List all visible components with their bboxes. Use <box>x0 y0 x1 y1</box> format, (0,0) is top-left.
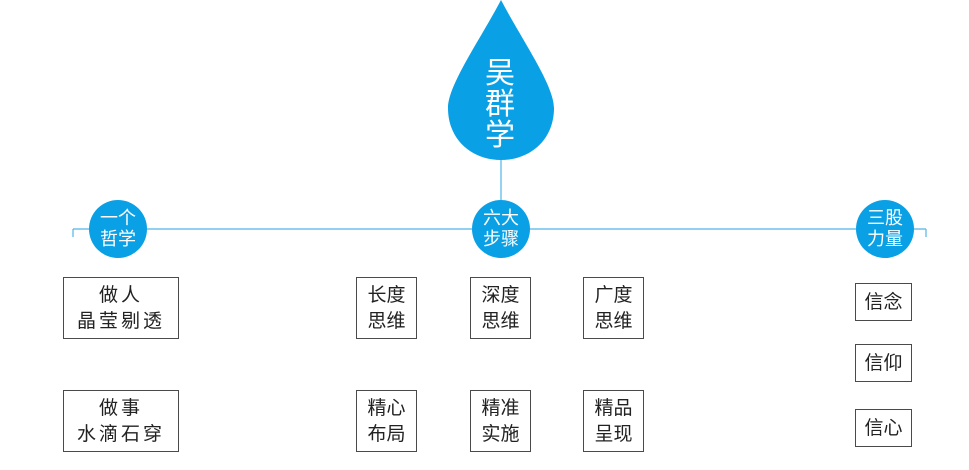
step-box-present-line-1: 精品 <box>594 397 633 419</box>
philosophy-box-2-line-2: 水滴石穿 <box>76 423 165 445</box>
steps-circle-line-2: 步骤 <box>483 229 519 250</box>
philosophy-circle-line-2: 哲学 <box>100 229 136 250</box>
step-box-present: 精品 呈现 <box>583 390 644 452</box>
step-box-depth-line-1: 深度 <box>481 284 520 306</box>
forces-circle: 三股 力量 <box>856 200 914 258</box>
drop-title-line-2: 群 <box>485 87 515 122</box>
step-box-depth: 深度 思维 <box>470 277 531 339</box>
step-box-implement-line-2: 实施 <box>481 423 520 445</box>
philosophy-circle-line-1: 一个 <box>100 208 136 229</box>
drop-title-line-3: 学 <box>485 118 515 153</box>
philosophy-box-2-line-1: 做事 <box>98 397 143 419</box>
step-box-layout: 精心 布局 <box>356 390 417 452</box>
philosophy-box-1: 做人 晶莹剔透 <box>63 277 179 339</box>
force-box-faith: 信仰 <box>855 344 912 382</box>
philosophy-box-1-line-1: 做人 <box>98 284 143 306</box>
step-box-layout-line-1: 精心 <box>367 397 406 419</box>
philosophy-box-2: 做事 水滴石穿 <box>63 390 179 452</box>
force-box-faith-label: 信仰 <box>864 352 903 374</box>
step-box-implement-line-1: 精准 <box>481 397 520 419</box>
step-box-breadth-line-2: 思维 <box>594 310 633 332</box>
step-box-implement: 精准 实施 <box>470 390 531 452</box>
drop-title: 吴 群 学 <box>460 58 540 151</box>
step-box-length-line-1: 长度 <box>367 284 406 306</box>
step-box-breadth-line-1: 广度 <box>594 284 633 306</box>
step-box-breadth: 广度 思维 <box>583 277 644 339</box>
force-box-belief-label: 信念 <box>864 291 903 313</box>
force-box-confidence-label: 信心 <box>864 417 903 439</box>
philosophy-box-1-line-2: 晶莹剔透 <box>76 310 165 332</box>
force-box-belief: 信念 <box>855 283 912 321</box>
forces-circle-line-2: 力量 <box>867 229 903 250</box>
steps-circle-line-1: 六大 <box>483 208 519 229</box>
force-box-confidence: 信心 <box>855 409 912 447</box>
philosophy-circle: 一个 哲学 <box>89 200 147 258</box>
step-box-layout-line-2: 布局 <box>367 423 406 445</box>
water-drop-shape <box>448 0 554 160</box>
step-box-length-line-2: 思维 <box>367 310 406 332</box>
drop-title-line-1: 吴 <box>485 56 515 91</box>
step-box-depth-line-2: 思维 <box>481 310 520 332</box>
forces-circle-line-1: 三股 <box>867 208 903 229</box>
steps-circle: 六大 步骤 <box>472 200 530 258</box>
step-box-present-line-2: 呈现 <box>594 423 633 445</box>
step-box-length: 长度 思维 <box>356 277 417 339</box>
